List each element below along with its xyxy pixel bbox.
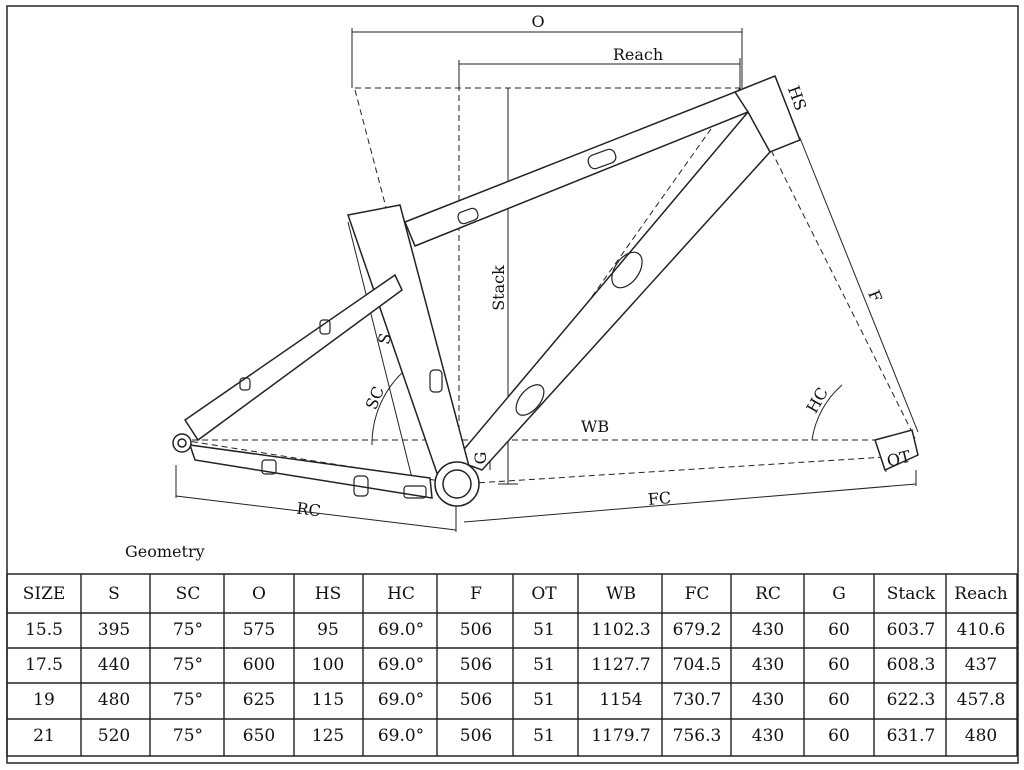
- table-cell: 506: [460, 655, 492, 675]
- table-cell: 51: [533, 655, 555, 675]
- header-cell: Reach: [954, 584, 1008, 604]
- table-cell: 410.6: [957, 620, 1006, 640]
- table-cell: 69.0°: [378, 726, 424, 746]
- table-cell: 430: [752, 655, 784, 675]
- table-cell: 51: [533, 690, 555, 710]
- down-tube: [453, 110, 771, 471]
- table-cell: 51: [533, 620, 555, 640]
- table-cell: 520: [98, 726, 130, 746]
- table-cell: 480: [965, 726, 997, 746]
- table-cell: 15.5: [25, 620, 63, 640]
- table-cell: 608.3: [887, 655, 936, 675]
- table-cell: 69.0°: [378, 655, 424, 675]
- table-cell: 730.7: [673, 690, 722, 710]
- table-cell: 75°: [173, 726, 203, 746]
- table-cell: 95: [317, 620, 339, 640]
- label-o: O: [531, 12, 544, 31]
- header-cell: FC: [685, 584, 710, 604]
- table-cell: 60: [828, 726, 850, 746]
- header-cell: G: [832, 584, 846, 604]
- table-cell: 1102.3: [591, 620, 650, 640]
- geometry-table: SIZE S SC O HS HC F OT WB FC RC G Stack …: [6, 573, 1018, 757]
- header-cell: RC: [755, 584, 781, 604]
- table-cell: 1154: [599, 690, 642, 710]
- table-cell: 75°: [173, 690, 203, 710]
- table-cell: 650: [243, 726, 275, 746]
- label-stack: Stack: [489, 265, 508, 311]
- table-cell: 69.0°: [378, 690, 424, 710]
- table-cell: 437: [965, 655, 997, 675]
- label-fc: FC: [647, 488, 672, 509]
- label-g: G: [471, 452, 490, 465]
- seat-stay: [183, 273, 403, 442]
- table-cell: 480: [98, 690, 130, 710]
- table-cell: 704.5: [673, 655, 722, 675]
- construction-lines: [181, 65, 919, 485]
- table-row: 15.5 395 75° 575 95 69.0° 506 51 1102.3 …: [25, 620, 1005, 640]
- table-cell: 622.3: [887, 690, 936, 710]
- table-cell: 115: [312, 690, 344, 710]
- table-row: 19 480 75° 625 115 69.0° 506 51 1154 730…: [33, 690, 1005, 710]
- table-cell: 75°: [173, 620, 203, 640]
- table-cell: 1179.7: [591, 726, 650, 746]
- table-cell: 1127.7: [591, 655, 650, 675]
- fork-dropout: [874, 429, 919, 472]
- table-row: 21 520 75° 650 125 69.0° 506 51 1179.7 7…: [33, 726, 997, 746]
- label-sc: SC: [362, 384, 388, 413]
- header-cell: Stack: [887, 584, 936, 604]
- table-cell: 60: [828, 690, 850, 710]
- table-cell: 625: [243, 690, 275, 710]
- frame-tubes: [172, 75, 919, 507]
- table-cell: 457.8: [957, 690, 1006, 710]
- table-row: 17.5 440 75° 600 100 69.0° 506 51 1127.7…: [25, 655, 997, 675]
- table-cell: 631.7: [887, 726, 936, 746]
- header-cell: SC: [176, 584, 201, 604]
- label-reach: Reach: [613, 45, 663, 64]
- table-cell: 679.2: [673, 620, 722, 640]
- label-f: F: [864, 287, 886, 304]
- geometry-caption: Geometry: [125, 542, 205, 561]
- table-cell: 506: [460, 690, 492, 710]
- table-cell: 60: [828, 620, 850, 640]
- table-cell: 395: [98, 620, 130, 640]
- frame-cutouts: [239, 148, 643, 499]
- table-cell: 575: [243, 620, 275, 640]
- header-cell: S: [108, 584, 120, 604]
- table-cell: 506: [460, 726, 492, 746]
- table-cell: 430: [752, 620, 784, 640]
- table-cell: 125: [312, 726, 344, 746]
- table-cell: 756.3: [673, 726, 722, 746]
- header-cell: O: [252, 584, 266, 604]
- table-cell: 60: [828, 655, 850, 675]
- table-cell: 600: [243, 655, 275, 675]
- header-cell: OT: [531, 584, 557, 604]
- table-cell: 51: [533, 726, 555, 746]
- table-cell: 430: [752, 690, 784, 710]
- label-hc: HC: [802, 384, 832, 416]
- table-cell: 440: [98, 655, 130, 675]
- header-cell: SIZE: [23, 584, 66, 604]
- chain-stay: [188, 444, 433, 499]
- label-wb: WB: [581, 417, 609, 436]
- table-cell: 100: [312, 655, 344, 675]
- table-header-row: SIZE S SC O HS HC F OT WB FC RC G Stack …: [23, 584, 1008, 604]
- table-cell: 603.7: [887, 620, 936, 640]
- table-cell: 17.5: [25, 655, 63, 675]
- header-cell: HS: [315, 584, 341, 604]
- header-cell: HC: [387, 584, 415, 604]
- header-cell: WB: [606, 584, 636, 604]
- table-cell: 75°: [173, 655, 203, 675]
- label-s: S: [374, 331, 395, 346]
- frame-diagram: [172, 28, 919, 532]
- header-cell: F: [470, 584, 482, 604]
- table-cell: 430: [752, 726, 784, 746]
- label-rc: RC: [295, 499, 321, 521]
- outer-border: [6, 5, 1019, 764]
- table-cell: 506: [460, 620, 492, 640]
- table-cell: 69.0°: [378, 620, 424, 640]
- table-cell: 21: [33, 726, 55, 746]
- table-cell: 19: [33, 690, 55, 710]
